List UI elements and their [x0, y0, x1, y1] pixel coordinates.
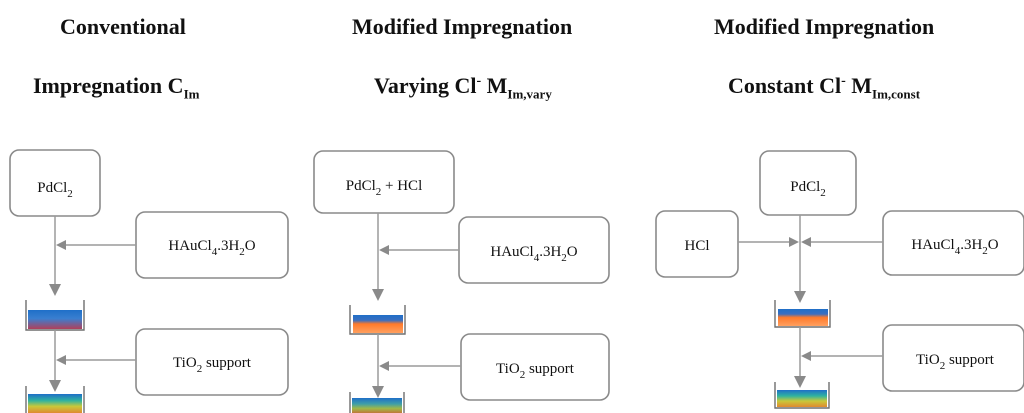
haucl4-label: HAuCl4.3H2O [911, 237, 998, 257]
title-constant-mid: M [845, 73, 873, 98]
flow-arrowhead [794, 291, 806, 303]
title-varying-mid: M [481, 73, 508, 98]
column-varying: PdCl2 + HCl HAuCl4.3H2O TiO2 support [313, 150, 610, 413]
tio2-box [882, 324, 1024, 392]
beaker-liquid [28, 310, 82, 329]
feed-arrowhead [379, 361, 389, 371]
haucl4-label: HAuCl4.3H2O [168, 238, 255, 258]
title-varying-line2: Varying Cl- MIm,vary [374, 73, 552, 102]
flow-arrowhead [49, 380, 61, 392]
pdcl2-label: PdCl2 [37, 180, 73, 200]
haucl4-box [458, 216, 610, 284]
tio2-label: TiO2 support [916, 352, 995, 372]
title-varying-main: Varying Cl [374, 73, 477, 98]
feed-arrowhead [56, 240, 66, 250]
title-constant-line1: Modified Impregnation [714, 14, 935, 39]
beaker-2 [349, 392, 405, 413]
hcl-label: HCl [684, 238, 709, 254]
title-constant-sub: Im,const [872, 86, 921, 102]
haucl4-box [135, 211, 289, 279]
title-varying-sup: - [476, 73, 482, 89]
feed-arrowhead [801, 351, 811, 361]
column-conventional: PdCl2 HAuCl4.3H2O TiO2 support [9, 149, 289, 413]
beaker-liquid [28, 394, 82, 413]
flow-arrowhead [372, 289, 384, 301]
pdcl2-hcl-box [313, 150, 455, 214]
beaker-liquid [352, 398, 402, 413]
feed-arrowhead [801, 237, 811, 247]
flow-arrowhead [49, 284, 61, 296]
title-conventional-main: Impregnation C [33, 73, 184, 98]
tio2-box [460, 333, 610, 401]
tio2-label: TiO2 support [173, 355, 252, 375]
title-constant-line2: Constant Cl- MIm,const [728, 73, 921, 102]
feed-arrowhead [56, 355, 66, 365]
hcl-box [655, 210, 739, 278]
beaker-1 [25, 300, 85, 331]
haucl4-label: HAuCl4.3H2O [490, 244, 577, 264]
feed-arrowhead [379, 245, 389, 255]
beaker-liquid [777, 390, 827, 407]
title-varying-sub: Im,vary [507, 86, 552, 102]
flow-arrowhead [372, 386, 384, 398]
pdcl2-hcl-label: PdCl2 + HCl [346, 178, 422, 198]
beaker-liquid [778, 309, 828, 326]
title-conventional-sub: Im [183, 86, 200, 102]
title-constant-sup: - [841, 73, 846, 89]
beaker-1 [349, 305, 406, 335]
column-constant: HCl PdCl2 HAuCl4.3H2O TiO2 support [655, 150, 1024, 409]
flow-arrowhead [794, 376, 806, 388]
pdcl2-label: PdCl2 [790, 179, 826, 199]
title-constant-main: Constant Cl [728, 73, 842, 98]
hcl-feed-arrowhead [789, 237, 799, 247]
title-conventional-line2: Impregnation CIm [33, 73, 200, 102]
pdcl2-box [759, 150, 857, 216]
beaker-2 [774, 382, 830, 409]
tio2-label: TiO2 support [496, 361, 575, 381]
beaker-2 [25, 386, 85, 413]
title-conventional-line1: Conventional [60, 14, 186, 39]
beaker-liquid [353, 315, 403, 333]
haucl4-box [882, 210, 1024, 276]
tio2-box [135, 328, 289, 396]
beaker-1 [774, 300, 831, 328]
title-varying-line1: Modified Impregnation [352, 14, 573, 39]
